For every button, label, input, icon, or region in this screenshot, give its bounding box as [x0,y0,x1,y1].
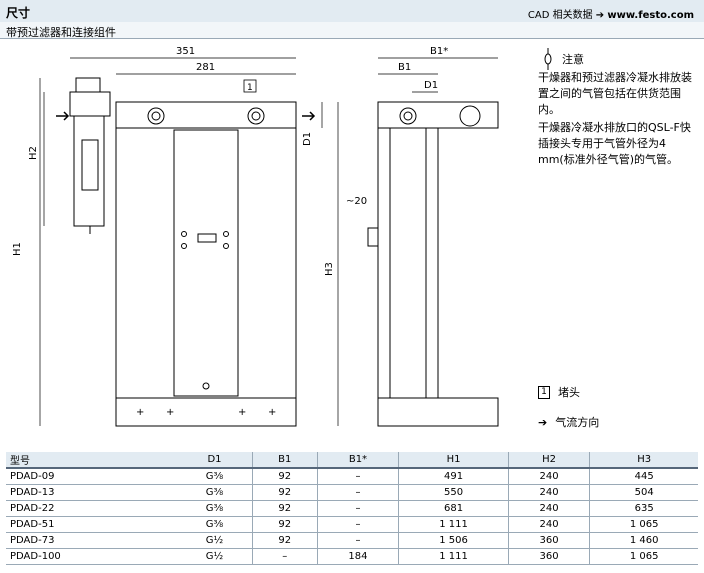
header-bar [0,0,704,22]
cell-b1star: – [316,516,399,533]
cell-h1: 1 111 [398,548,509,565]
legend-item-plug: 1 堵头 [538,384,580,400]
cell-h2: 240 [507,484,590,501]
callout-label: 1 [247,83,253,93]
arrow-right-icon: ➔ [538,415,548,429]
cell-b1star: – [316,532,399,549]
legend-text-plug: 堵头 [558,386,580,399]
callout-box [243,79,257,93]
cell-h2: 360 [507,532,590,549]
dim-b1-label: B1 [398,62,411,73]
cad-link-prefix: CAD 相关数据 [527,10,593,21]
legend-item-flow: ➔ 气流方向 [538,414,599,430]
dim-20-label: ~20 [346,196,367,207]
cell-model: PDAD-100 [6,548,177,565]
dimension-drawing: + + + + 351 281 B1* B1 D1 D1 H1 H2 H3 [12,46,552,427]
svg-text:+: + [238,407,246,418]
dim-d1-top-label: D1 [424,80,438,91]
cell-h3: 445 [589,468,698,485]
svg-text:+: + [136,407,144,418]
dryer-side [367,101,499,427]
cell-d1: G½ [176,532,253,549]
cell-h2: 240 [507,468,590,485]
col-header-model: 型号 [6,452,177,469]
prefilter [69,77,111,234]
col-header-d1: D1 [176,452,253,469]
legend-text-flow: 气流方向 [555,416,600,429]
cell-h2: 240 [507,516,590,533]
dim-d1-side-label: D1 [302,132,313,146]
cell-b1star: – [316,468,399,485]
flow-arrows [56,111,316,121]
dim-h2-label: H2 [28,146,39,160]
cell-b1star: 184 [316,548,399,565]
cad-link[interactable]: CAD 相关数据 ➔ www.festo.com [528,6,694,21]
col-header-b1: B1 [251,452,318,469]
cell-model: PDAD-13 [6,484,177,501]
cell-h2: 240 [507,500,590,517]
col-header-h3: H3 [589,452,698,469]
cad-link-url[interactable]: www.festo.com [607,10,694,21]
cell-d1: G⅜ [176,468,253,485]
cell-h3: 1 065 [589,516,698,533]
note-text-2: 干燥器冷凝水排放口的QSL-F快插接头专用于气管外径为4 mm(标准外径气管)的… [538,121,691,166]
cell-model: PDAD-51 [6,516,177,533]
cell-d1: G⅜ [176,516,253,533]
cell-b1: – [251,548,318,565]
cell-h3: 504 [589,484,698,501]
cell-b1: 92 [251,516,318,533]
dimension-lines [39,57,498,426]
drain-icon [544,48,552,70]
col-header-b1star: B1* [316,452,399,469]
cell-b1star: – [316,484,399,501]
dim-b1star-label: B1* [430,46,448,57]
cell-h3: 1 065 [589,548,698,565]
cell-h3: 1 460 [589,532,698,549]
cell-model: PDAD-73 [6,532,177,549]
cell-b1: 92 [251,468,318,485]
col-header-h1: H1 [398,452,509,469]
page-title: 尺寸 [6,6,31,20]
col-header-h2: H2 [507,452,590,469]
cell-h1: 1 111 [398,516,509,533]
legend-key-1: 1 [538,385,550,399]
dim-281-label: 281 [196,62,215,73]
cell-h2: 360 [507,548,590,565]
cell-h1: 550 [398,484,509,501]
foot-marks: + + + + [136,407,276,418]
cell-model: PDAD-09 [6,468,177,485]
subtitle-bar [0,22,704,39]
dim-351-label: 351 [176,46,195,57]
cell-h1: 681 [398,500,509,517]
cell-b1: 92 [251,484,318,501]
note-label: 注意 [562,53,584,66]
arrow-right-icon: ➔ [595,10,605,21]
cell-b1: 92 [251,532,318,549]
cell-d1: G⅜ [176,500,253,517]
note-text-1: 干燥器和预过滤器冷凝水排放装置之间的气管包括在供货范围内。 [538,71,692,116]
cell-d1: G⅜ [176,484,253,501]
dim-h1-label: H1 [12,242,23,256]
cell-b1star: – [316,500,399,517]
page-subtitle: 带预过滤器和连接组件 [6,26,116,39]
dryer-front [115,101,297,427]
svg-text:+: + [166,407,174,418]
cell-h3: 635 [589,500,698,517]
svg-text:+: + [268,407,276,418]
cell-d1: G½ [176,548,253,565]
cell-h1: 1 506 [398,532,509,549]
cell-h1: 491 [398,468,509,485]
cell-b1: 92 [251,500,318,517]
table-header-row: 型号 D1 B1 B1* H1 H2 H3 [6,452,698,469]
cell-model: PDAD-22 [6,500,177,517]
dim-h3-label: H3 [324,262,335,276]
